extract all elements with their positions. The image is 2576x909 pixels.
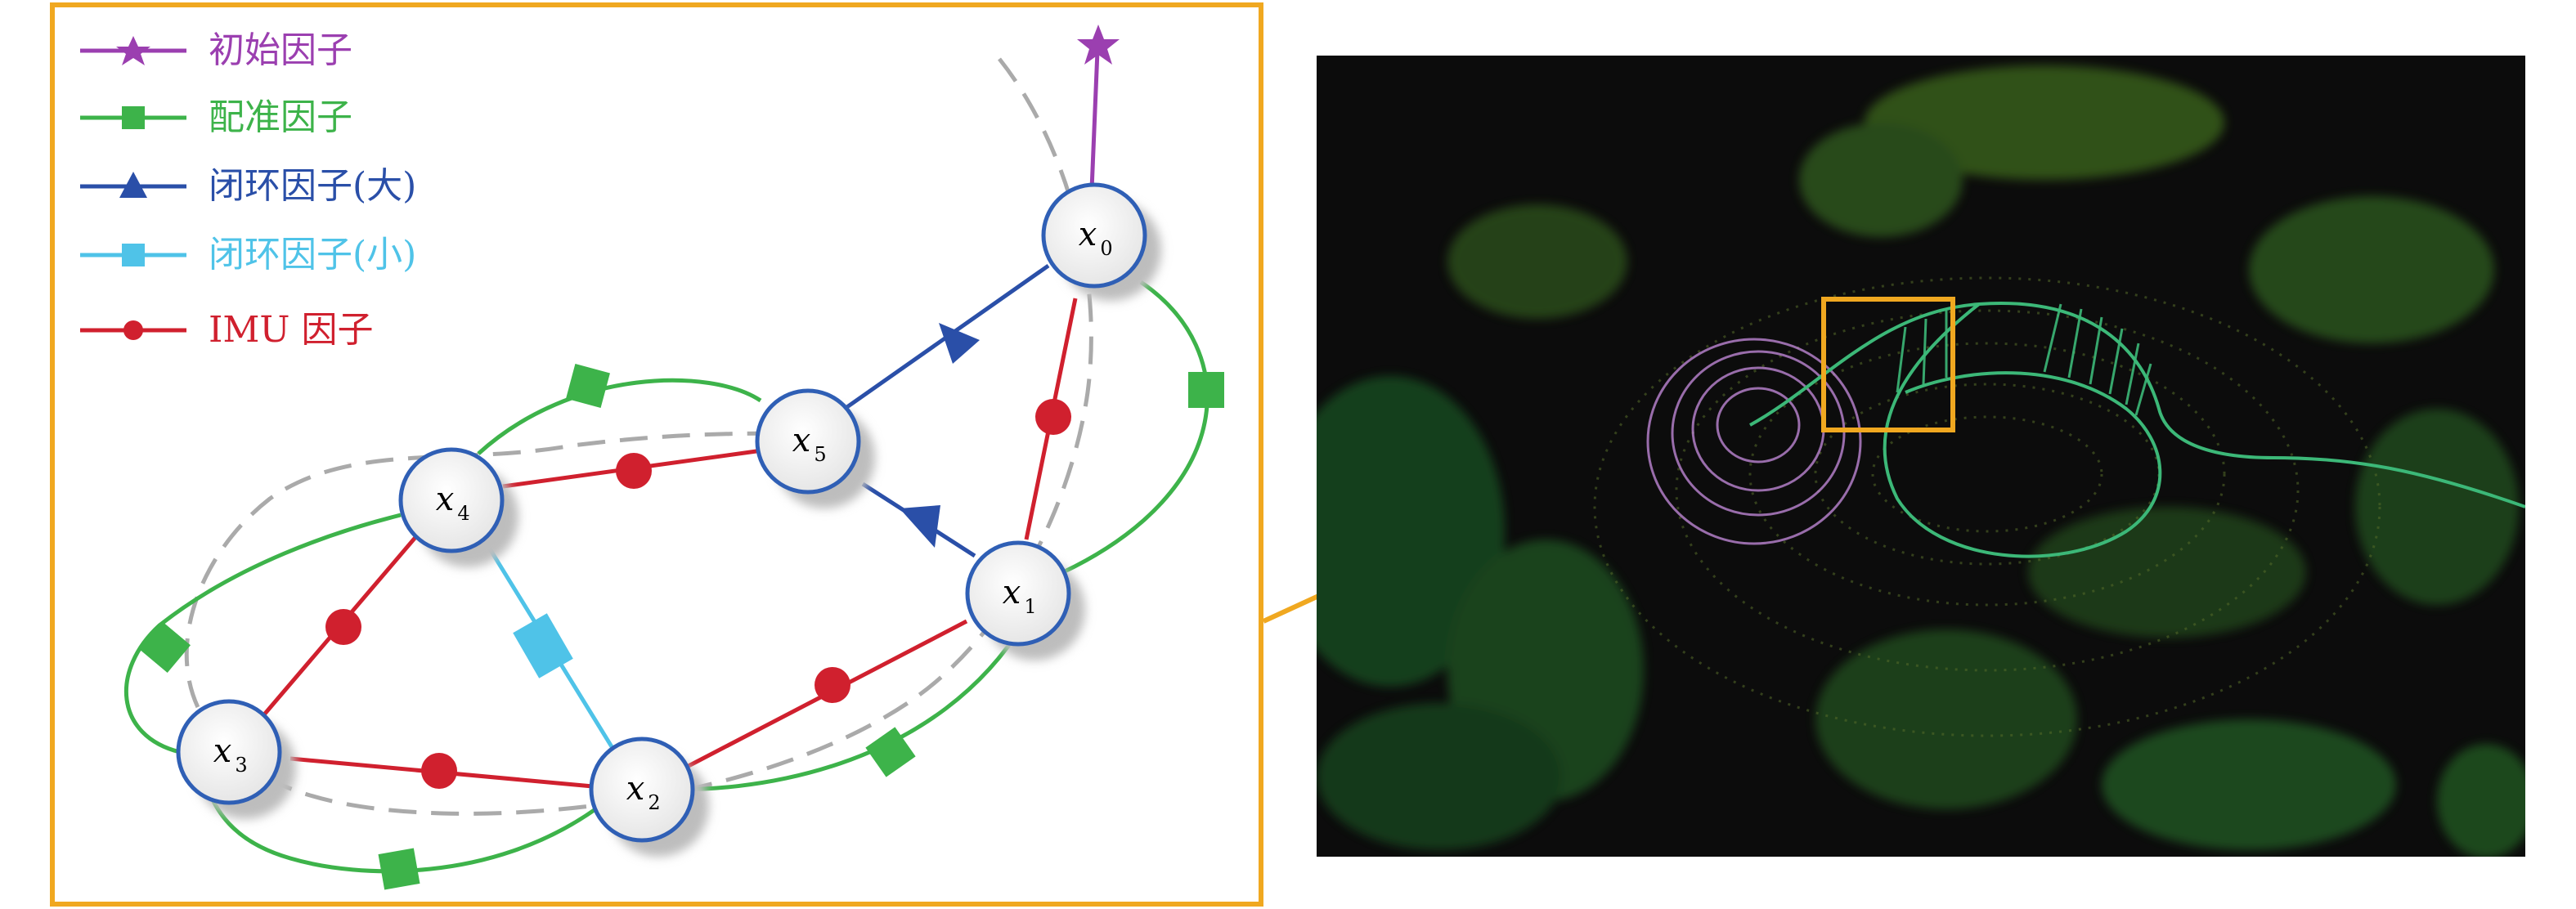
imu-factor-circle-icon bbox=[616, 453, 652, 489]
legend-label: 初始因子 bbox=[209, 29, 352, 71]
node-label: x bbox=[626, 770, 645, 808]
imu-factor-circle-icon bbox=[421, 753, 457, 789]
node-x5: x 5 bbox=[755, 388, 875, 508]
legend-label: 闭环因子(大) bbox=[209, 165, 416, 207]
legend-label: 配准因子 bbox=[209, 96, 352, 138]
node-x0: x 0 bbox=[1041, 182, 1161, 301]
imu-factor-circle-icon bbox=[815, 667, 850, 703]
initial-factor-star-icon bbox=[1077, 25, 1120, 65]
node-label: x bbox=[213, 732, 232, 770]
legend-label: IMU 因子 bbox=[209, 309, 374, 351]
registration-factor-square-icon bbox=[1188, 372, 1224, 408]
node-label: x bbox=[1003, 574, 1021, 611]
node-label: x bbox=[1079, 216, 1097, 253]
registration-factor-square-icon bbox=[566, 364, 610, 408]
imu-factor-markers bbox=[325, 399, 1071, 789]
node-subscript: 3 bbox=[235, 754, 247, 777]
circle-icon bbox=[123, 320, 143, 340]
node-x1: x 1 bbox=[965, 540, 1085, 660]
triangle-icon bbox=[119, 172, 147, 198]
loop-small-square-icon bbox=[513, 613, 573, 678]
node-x3: x 3 bbox=[176, 699, 296, 819]
node-label: x bbox=[792, 422, 811, 459]
node-label: x bbox=[436, 481, 455, 518]
node-subscript: 2 bbox=[648, 791, 660, 814]
loop-large-markers bbox=[900, 323, 980, 548]
node-x4: x 4 bbox=[398, 447, 518, 567]
imu-factor-circle-icon bbox=[325, 609, 361, 645]
node-subscript: 5 bbox=[814, 443, 826, 466]
legend-item-loop-large: 闭环因子(大) bbox=[80, 165, 416, 207]
registration-factor-square-icon bbox=[378, 848, 420, 890]
loop-large-triangle-icon bbox=[900, 505, 940, 548]
nodes: x 0 x 1 x 2 x 3 x 4 bbox=[176, 182, 1161, 857]
node-x2: x 2 bbox=[589, 737, 709, 857]
registration-factor-markers bbox=[140, 364, 1224, 890]
star-icon bbox=[116, 36, 150, 65]
initial-factor-edge bbox=[1089, 50, 1100, 190]
legend-label: 闭环因子(小) bbox=[209, 234, 416, 275]
loop-large-triangle-icon bbox=[939, 323, 980, 364]
legend-item-registration: 配准因子 bbox=[80, 96, 352, 138]
legend-item-loop-small: 闭环因子(小) bbox=[80, 234, 416, 275]
registration-factor-square-icon bbox=[140, 622, 191, 673]
legend: 初始因子 配准因子 闭环因子(大) 闭环因子(小) IMU 因子 bbox=[80, 29, 416, 351]
legend-item-imu: IMU 因子 bbox=[80, 309, 374, 351]
point-cloud-map bbox=[1317, 56, 2525, 857]
node-subscript: 0 bbox=[1100, 237, 1112, 260]
imu-factor-circle-icon bbox=[1035, 399, 1071, 435]
square-icon bbox=[122, 244, 145, 266]
legend-item-initial: 初始因子 bbox=[80, 29, 352, 71]
zoom-box bbox=[1821, 297, 1955, 432]
node-subscript: 4 bbox=[457, 502, 469, 525]
square-icon bbox=[122, 106, 145, 129]
registration-factor-square-icon bbox=[865, 727, 916, 777]
node-subscript: 1 bbox=[1024, 595, 1036, 618]
